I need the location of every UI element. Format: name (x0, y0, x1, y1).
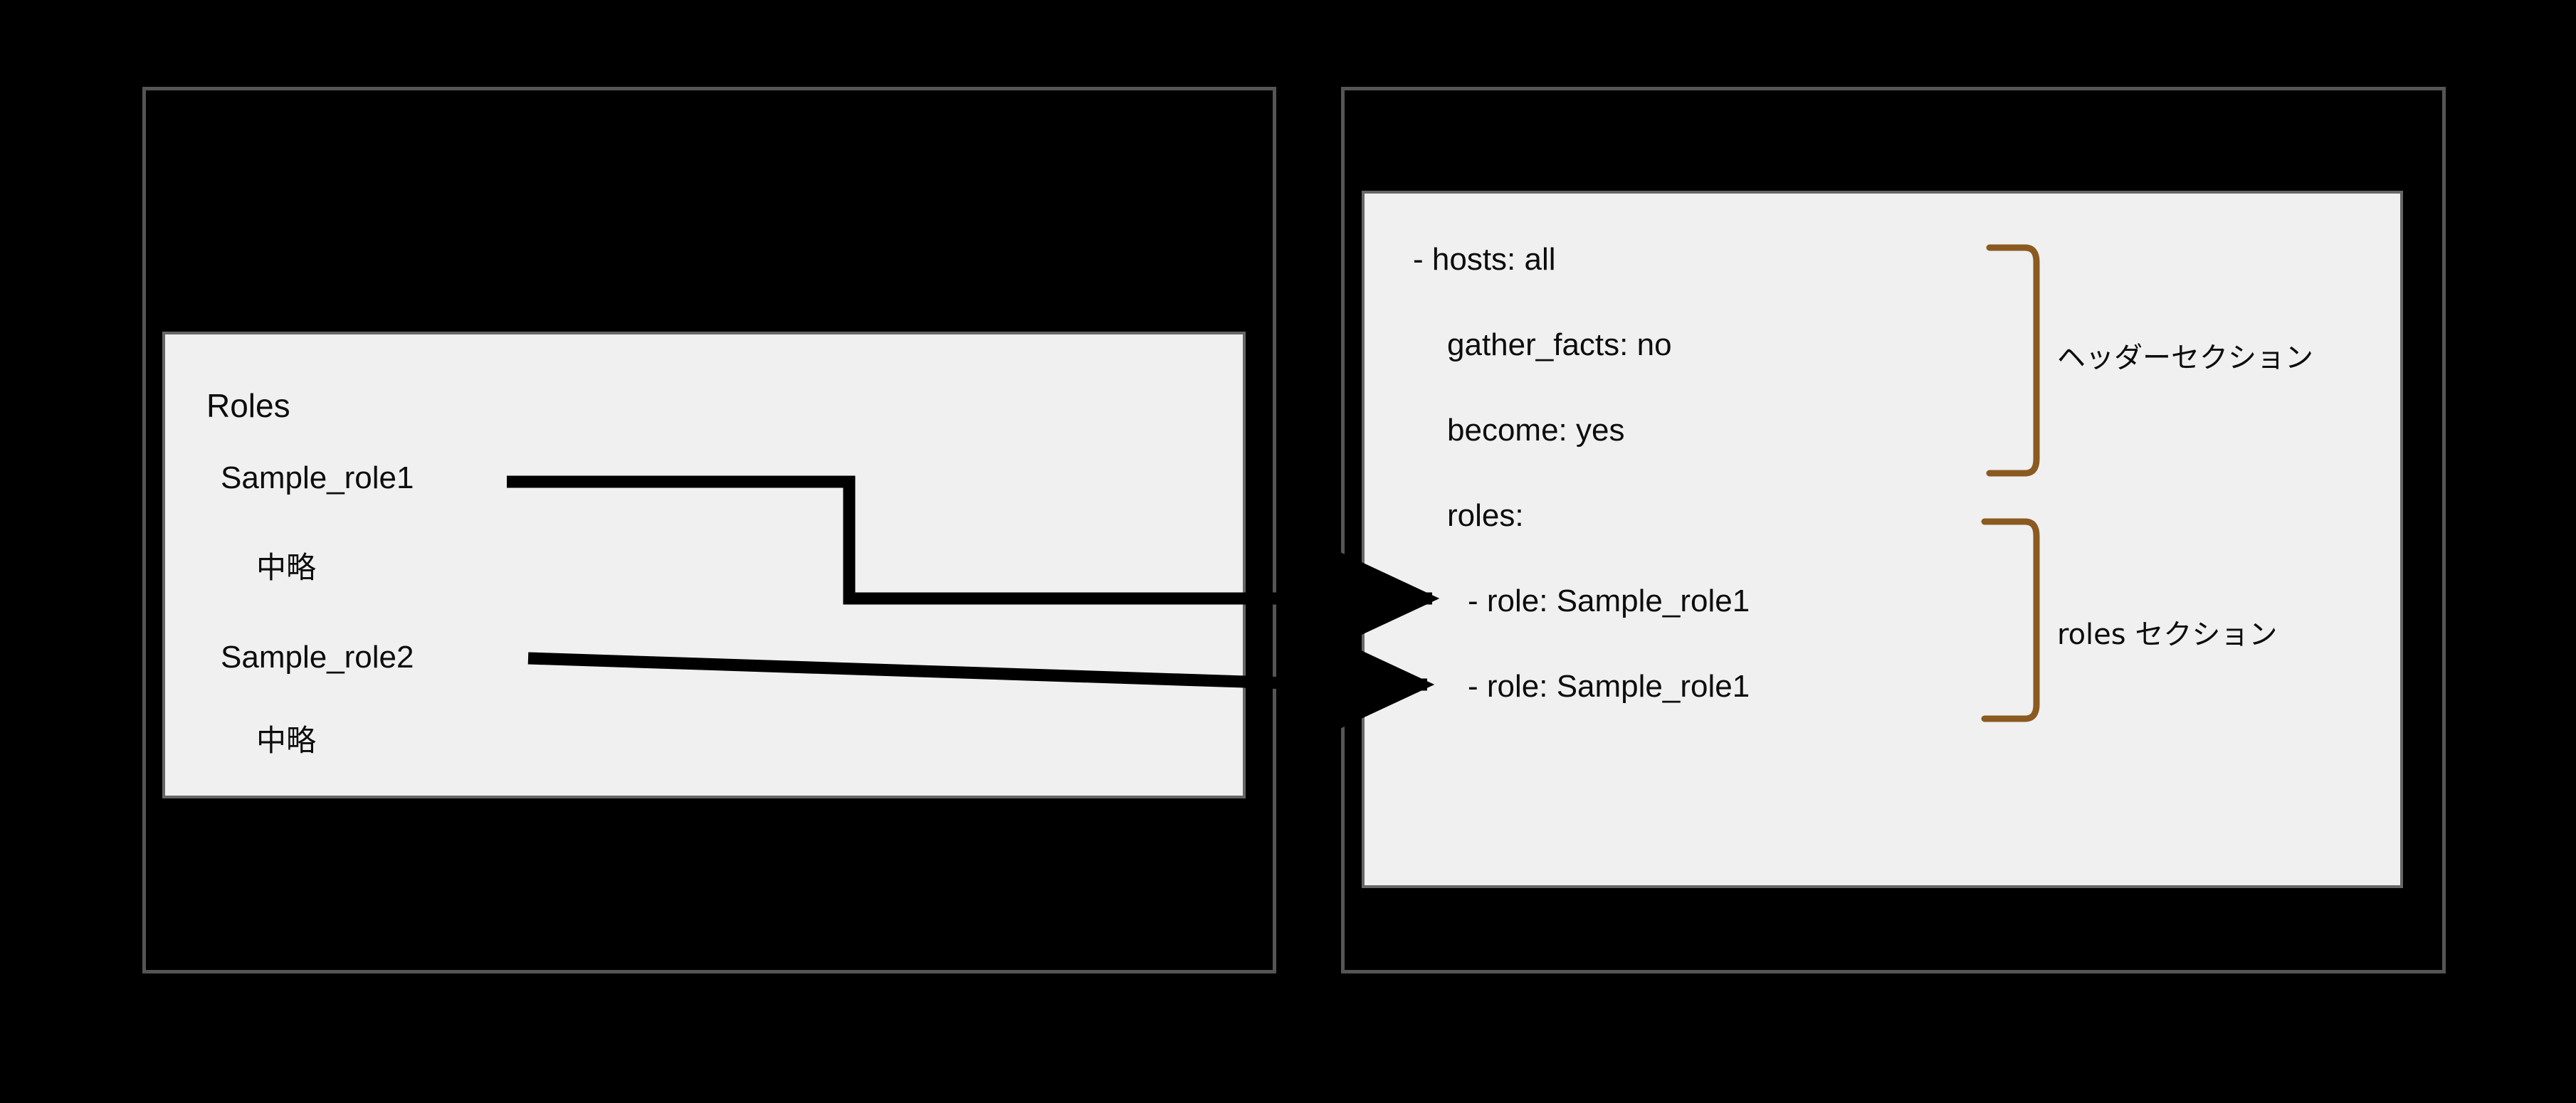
roles-section-annotation: roles セクション (2057, 618, 2278, 651)
playbook-content-box (1362, 191, 2403, 888)
playbook-line-gather-facts: gather_facts: no (1447, 327, 1672, 362)
role-entry-detail-2: 中略 (256, 723, 317, 758)
playbook-line-roles: roles: (1447, 498, 1524, 533)
role-entry-detail-1: 中略 (256, 550, 317, 585)
roles-heading: Roles (206, 387, 290, 424)
playbook-line-become: become: yes (1447, 413, 1625, 448)
role-entry-name-2: Sample_role2 (221, 640, 414, 675)
playbook-line-hosts: - hosts: all (1413, 242, 1556, 277)
playbook-line-role-1: - role: Sample_role1 (1468, 584, 1750, 618)
role-entry-name-1: Sample_role1 (221, 460, 414, 495)
playbook-line-role-2: - role: Sample_role1 (1468, 669, 1750, 704)
header-section-annotation: ヘッダーセクション (2057, 342, 2313, 374)
roles-content-box (162, 332, 1246, 798)
